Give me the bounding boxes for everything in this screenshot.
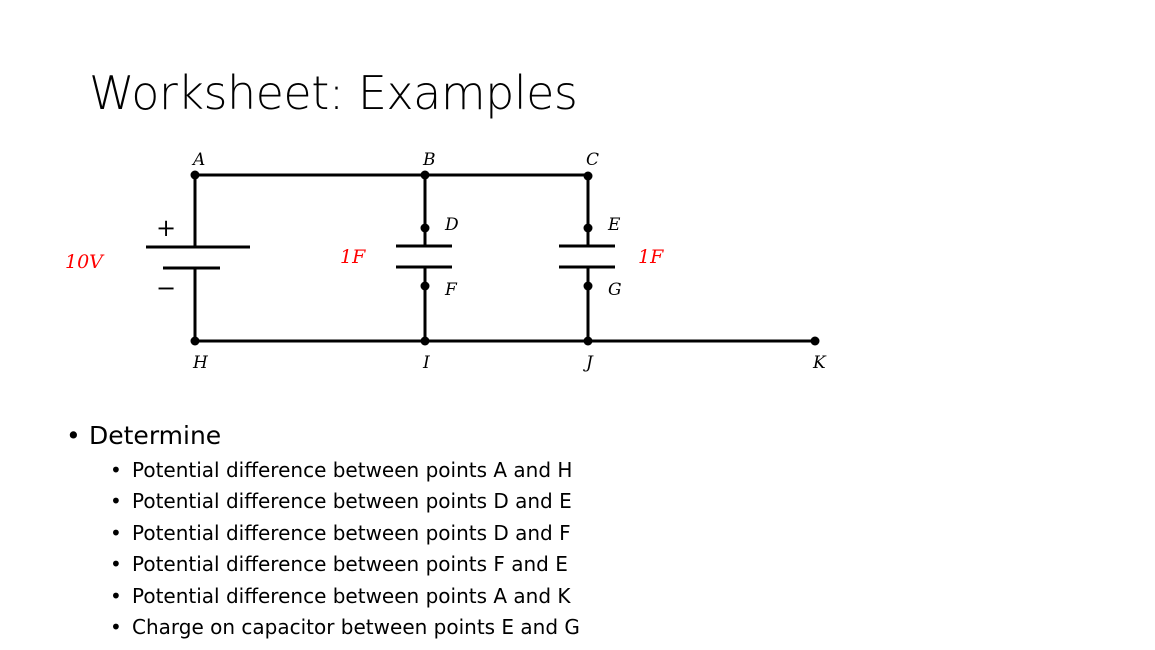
bullet-icon: • (110, 489, 122, 513)
bullet-text: Potential difference between points A an… (132, 584, 571, 608)
bullet-icon: • (66, 421, 81, 450)
sub-bullet: • Potential difference between points F a… (110, 552, 568, 576)
node-b-dot (420, 170, 430, 180)
sub-bullet: • Charge on capacitor between points E an… (110, 615, 580, 639)
bullet-text: Potential difference between points F an… (132, 552, 568, 576)
bullet-icon: • (110, 615, 122, 639)
node-d-dot (420, 223, 430, 233)
node-label-d: D (444, 215, 459, 235)
node-c-dot (583, 171, 593, 181)
node-label-a: A (191, 150, 205, 170)
node-label-f: F (444, 280, 458, 300)
node-g-dot (583, 281, 593, 291)
bullet-icon: • (110, 458, 122, 482)
node-h-dot (190, 336, 200, 346)
node-j-dot (583, 336, 593, 346)
node-i-dot (420, 336, 430, 346)
node-e-dot (583, 223, 593, 233)
node-label-j: J (583, 353, 594, 373)
bullet-text: Potential difference between points D an… (132, 521, 571, 545)
node-label-h: H (192, 353, 209, 373)
capacitor-1-label: 1F (340, 246, 366, 268)
bullet-text: Determine (89, 421, 222, 450)
battery-minus-sign: − (156, 274, 176, 302)
battery-voltage-label: 10V (65, 251, 105, 273)
battery-plus-sign: + (156, 214, 176, 242)
sub-bullet: • Potential difference between points A a… (110, 584, 571, 608)
node-label-g: G (608, 280, 622, 300)
bullet-icon: • (110, 584, 122, 608)
bullet-determine: • Determine (66, 421, 221, 450)
bullet-text: Potential difference between points A an… (132, 458, 573, 482)
node-label-k: K (812, 353, 827, 373)
sub-bullet: • Potential difference between points D a… (110, 521, 571, 545)
bullet-icon: • (110, 521, 122, 545)
node-label-c: C (586, 150, 599, 170)
sub-bullet: • Potential difference between points D a… (110, 489, 572, 513)
node-label-i: I (422, 353, 430, 373)
bullet-icon: • (110, 552, 122, 576)
node-k-dot (810, 336, 820, 346)
node-label-e: E (607, 215, 621, 235)
bullet-text: Potential difference between points D an… (132, 489, 572, 513)
node-a-dot (190, 170, 200, 180)
sub-bullet: • Potential difference between points A a… (110, 458, 572, 482)
slide-title: Worksheet: Examples (89, 66, 578, 120)
node-label-b: B (422, 150, 436, 170)
capacitor-2-label: 1F (638, 246, 664, 268)
bullet-text: Charge on capacitor between points E and… (132, 615, 580, 639)
node-f-dot (420, 281, 430, 291)
